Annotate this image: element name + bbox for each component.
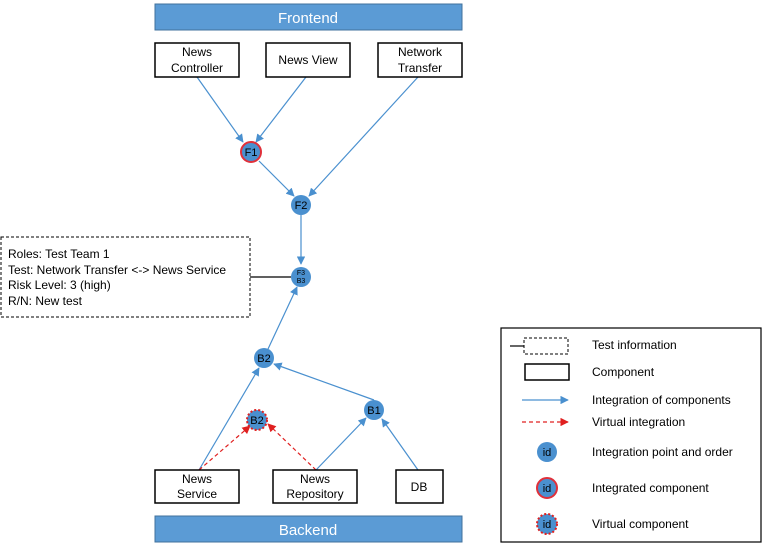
node-f2: F2	[291, 195, 311, 215]
arrow-news-view-f1	[255, 76, 307, 143]
component-db: DB	[395, 469, 444, 504]
test-info-risk: Risk Level: 3 (high)	[8, 278, 111, 292]
legend-test-information: Test information	[510, 337, 677, 355]
backend-band: Backend	[154, 515, 463, 543]
arrow-b2-f3b3	[267, 286, 298, 350]
arrow-f1-f2	[258, 160, 295, 197]
legend-test-information-label: Test information	[592, 338, 677, 352]
legend-id-label-2: id	[543, 483, 552, 495]
legend-id-label-3: id	[543, 519, 552, 531]
test-info-box: Roles: Test Team 1 Test: Network Transfe…	[0, 236, 251, 318]
arrow-news-controller-f1	[196, 76, 244, 143]
node-b2-virtual: B2	[246, 409, 268, 431]
arrow-news-repository-b1	[315, 417, 367, 471]
legend-component: Component	[524, 363, 655, 381]
backend-label: Backend	[279, 522, 337, 539]
component-news-controller: News Controller	[154, 42, 240, 78]
node-f3-label: F3	[297, 270, 305, 277]
db-label: DB	[411, 480, 428, 494]
frontend-band: Frontend	[154, 3, 463, 31]
news-repository-label-line2: Repository	[286, 487, 343, 501]
integration-arrows	[196, 76, 419, 471]
legend-id-label-1: id	[543, 447, 552, 459]
legend-integrated-component: id Integrated component	[536, 477, 709, 499]
component-news-view: News View	[265, 42, 351, 78]
news-controller-label-line2: Controller	[171, 61, 223, 75]
node-f3b3: F3 B3	[291, 267, 311, 287]
news-repository-label-line1: News	[300, 472, 330, 486]
arrow-db-b1	[381, 418, 419, 471]
legend-integration-point-label: Integration point and order	[592, 445, 733, 459]
arrow-b1-b2	[273, 362, 375, 401]
node-b2: B2	[254, 348, 274, 368]
node-f1-label: F1	[245, 147, 258, 159]
frontend-label: Frontend	[278, 10, 338, 27]
component-news-service: News Service	[154, 469, 240, 504]
virtual-arrow-news-repository-b2	[267, 423, 317, 471]
node-b2-label: B2	[257, 353, 270, 365]
legend-virtual-integration-label: Virtual integration	[592, 415, 685, 429]
virtual-arrows	[198, 423, 317, 471]
node-b2-virtual-label: B2	[250, 415, 263, 427]
legend-virtual-integration: Virtual integration	[522, 415, 685, 429]
node-b3-label: B3	[297, 278, 306, 285]
news-controller-label-line1: News	[182, 45, 212, 59]
news-service-label-line1: News	[182, 472, 212, 486]
legend-component-label: Component	[592, 365, 655, 379]
legend-integration-label: Integration of components	[592, 393, 731, 407]
legend-virtual-component-label: Virtual component	[592, 517, 689, 531]
virtual-arrow-news-service-b2	[198, 425, 251, 471]
node-f1-integrated: F1	[240, 141, 262, 163]
test-info-roles: Roles: Test Team 1	[8, 247, 110, 261]
node-b1-label: B1	[367, 405, 380, 417]
legend-virtual-component: id Virtual component	[536, 513, 689, 535]
arrow-news-service-b2	[198, 367, 260, 471]
node-b1: B1	[364, 400, 384, 420]
legend-integrated-component-label: Integrated component	[592, 481, 709, 495]
legend: Test information Component Integration o…	[500, 327, 762, 543]
legend-integration-point: id Integration point and order	[537, 442, 733, 462]
test-info-rn: R/N: New test	[8, 294, 83, 308]
test-info-test: Test: Network Transfer <-> News Service	[8, 263, 226, 277]
node-f2-label: F2	[295, 200, 308, 212]
news-view-label: News View	[278, 53, 337, 67]
network-transfer-label-line1: Network	[398, 45, 443, 59]
network-transfer-label-line2: Transfer	[398, 61, 442, 75]
component-news-repository: News Repository	[272, 469, 358, 504]
news-service-label-line2: Service	[177, 487, 217, 501]
component-network-transfer: Network Transfer	[377, 42, 463, 78]
arrow-network-transfer-f2	[308, 76, 419, 197]
legend-integration: Integration of components	[522, 393, 731, 407]
